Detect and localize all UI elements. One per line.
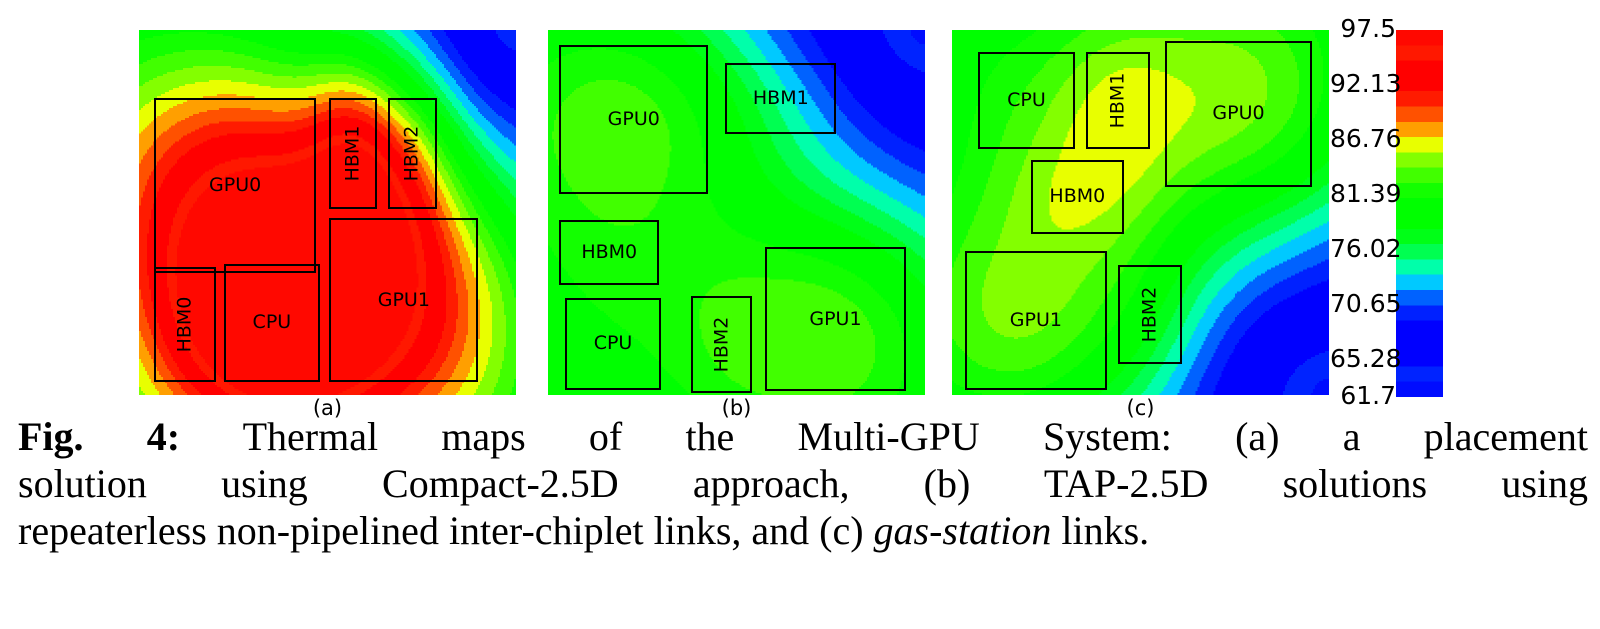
- chiplet-block-hbm2: HBM2: [1117, 265, 1182, 364]
- caption-text-3a: repeaterless non-pipelined inter-chiplet…: [18, 507, 874, 553]
- chiplet-block-label: GPU1: [377, 288, 430, 311]
- chiplet-block-label: HBM2: [1138, 286, 1161, 343]
- chiplet-block-label: GPU0: [607, 107, 660, 130]
- figure-caption: Fig. 4: Thermal maps of the Multi-GPU Sy…: [18, 414, 1588, 554]
- chiplet-block-cpu: CPU: [223, 263, 320, 383]
- chiplet-block-hbm2: HBM2: [387, 97, 437, 209]
- chiplet-block-label: HBM2: [400, 125, 423, 182]
- chiplet-block-label: GPU0: [1212, 102, 1265, 125]
- colorbar-tick-6: 65.28: [1330, 344, 1402, 374]
- colorbar-tick-7: 61.7: [1340, 381, 1396, 410]
- colorbar-tick-1: 92.13: [1330, 69, 1402, 99]
- chiplet-block-cpu: CPU: [564, 298, 662, 390]
- chiplet-block-label: CPU: [252, 311, 292, 334]
- chiplet-block-label: CPU: [1007, 88, 1046, 111]
- panel-sublabel-c: (c): [1126, 396, 1155, 420]
- caption-line-2: solution using Compact-2.5D approach, (b…: [18, 460, 1588, 506]
- heatmap-canvas-c: [952, 30, 1329, 395]
- caption-line-1: Fig. 4: Thermal maps of the Multi-GPU Sy…: [18, 414, 1588, 461]
- chiplet-block-label: HBM1: [341, 125, 364, 182]
- chiplet-block-label: GPU1: [1009, 308, 1062, 331]
- chiplet-block-label: HBM1: [1106, 72, 1129, 129]
- chiplet-block-gpu0: GPU0: [154, 97, 317, 273]
- colorbar-tick-4: 76.02: [1330, 234, 1402, 264]
- chiplet-block-cpu: CPU: [978, 51, 1075, 149]
- chiplet-block-gpu0: GPU0: [1165, 40, 1313, 187]
- caption-italic-phrase: gas-station: [873, 507, 1052, 553]
- chiplet-block-hbm0: HBM0: [1031, 159, 1124, 235]
- colorbar: [1396, 30, 1443, 397]
- colorbar-tick-0: 97.5: [1340, 14, 1396, 43]
- panel-sublabel-b: (b): [721, 396, 752, 420]
- chiplet-block-label: HBM1: [752, 86, 809, 109]
- chiplet-block-label: HBM0: [173, 296, 196, 353]
- colorbar-tick-3: 81.39: [1330, 179, 1402, 209]
- chiplet-block-label: CPU: [593, 332, 633, 355]
- chiplet-block-label: HBM2: [709, 316, 732, 373]
- panel-sublabel-a: (a): [312, 396, 343, 420]
- chiplet-block-label: GPU1: [809, 307, 862, 330]
- colorbar-tick-2: 86.76: [1330, 124, 1402, 154]
- chiplet-block-label: GPU0: [209, 173, 262, 196]
- heatmap-canvas-b: [548, 30, 925, 395]
- caption-text-1: Thermal maps of the Multi-GPU System: (a…: [242, 414, 1589, 459]
- chiplet-block-hbm1: HBM1: [725, 62, 837, 135]
- chiplet-block-gpu1: GPU1: [329, 217, 479, 383]
- figure-label: Fig. 4:: [18, 414, 181, 459]
- caption-text-3b: links.: [1051, 507, 1150, 553]
- chiplet-block-gpu1: GPU1: [965, 250, 1107, 390]
- chiplet-block-label: HBM0: [581, 241, 638, 264]
- chiplet-block-hbm0: HBM0: [154, 267, 217, 383]
- chiplet-block-hbm1: HBM1: [1085, 51, 1150, 149]
- chiplet-block-hbm0: HBM0: [559, 219, 660, 286]
- colorbar-tick-5: 70.65: [1330, 289, 1402, 319]
- chiplet-block-hbm1: HBM1: [329, 97, 377, 209]
- heatmap-canvas-a: [139, 30, 516, 395]
- chiplet-block-hbm2: HBM2: [691, 296, 752, 394]
- chiplet-block-gpu0: GPU0: [559, 44, 709, 195]
- colorbar-tick-labels: 97.5 92.13 86.76 81.39 76.02 70.65 65.28 61.7: [1330, 0, 1600, 420]
- caption-line-3: repeaterless non-pipelined inter-chiplet…: [18, 508, 1588, 555]
- chiplet-block-gpu1: GPU1: [764, 247, 907, 392]
- chiplet-block-label: HBM0: [1049, 185, 1106, 208]
- colorbar-gradient: [1396, 30, 1443, 397]
